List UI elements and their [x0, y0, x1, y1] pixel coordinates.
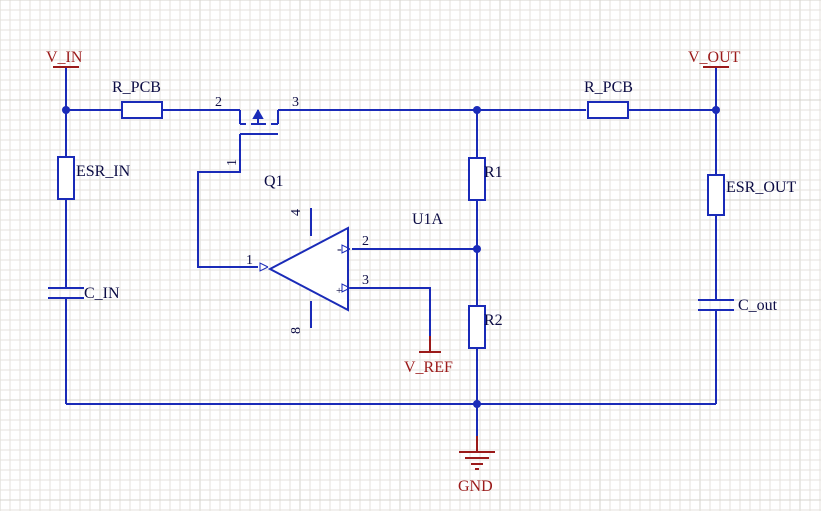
resistor-icon: [587, 101, 629, 119]
junction-dot: [473, 245, 481, 253]
resistor-icon: [468, 305, 486, 349]
junction-dot: [473, 400, 481, 408]
u1-vplus-pin: 4: [289, 209, 304, 216]
q1-gate-pin: 1: [225, 159, 240, 166]
wire-vref: [350, 287, 431, 352]
u1a-label: U1A: [412, 211, 444, 228]
resistor-icon: [707, 174, 725, 216]
opamp-icon: [259, 226, 351, 312]
u1-vminus-pin: 8: [289, 327, 304, 334]
c-in-label: C_IN: [84, 285, 120, 302]
u1-noninv-pin: 3: [362, 273, 369, 288]
esr-in-label: ESR_IN: [76, 163, 131, 180]
r-pcb-in-label: R_PCB: [112, 79, 161, 96]
q1-label: Q1: [264, 173, 284, 190]
junction-dot: [712, 106, 720, 114]
junction-dots: [62, 106, 720, 408]
esr-out-label: ESR_OUT: [726, 179, 796, 196]
capacitors: [48, 287, 734, 311]
mosfet-icon: [239, 108, 279, 137]
q1-drain-pin: 2: [215, 95, 222, 110]
u1-minus-sign: -: [337, 242, 342, 257]
resistor-icon: [121, 101, 163, 119]
r1-label: R1: [484, 164, 503, 181]
vref-label: V_REF: [404, 359, 453, 376]
r-pcb-out-label: R_PCB: [584, 79, 633, 96]
vout-label: V_OUT: [688, 49, 741, 66]
r2-label: R2: [484, 312, 503, 329]
q1-source-pin: 3: [292, 95, 299, 110]
resistor-icon: [468, 157, 486, 201]
u1-plus-sign: +: [336, 285, 342, 297]
power-ports: [53, 66, 729, 470]
junction-dot: [62, 106, 70, 114]
gnd-label: GND: [458, 478, 493, 495]
resistor-icon: [57, 156, 75, 200]
u1-out-pin: 1: [246, 253, 253, 268]
wire-gate-drive: [197, 137, 258, 268]
u1-inv-pin: 2: [362, 234, 369, 249]
vin-label: V_IN: [46, 49, 83, 66]
junction-dot: [473, 106, 481, 114]
resistors: [57, 101, 725, 349]
c-out-label: C_out: [738, 297, 778, 314]
